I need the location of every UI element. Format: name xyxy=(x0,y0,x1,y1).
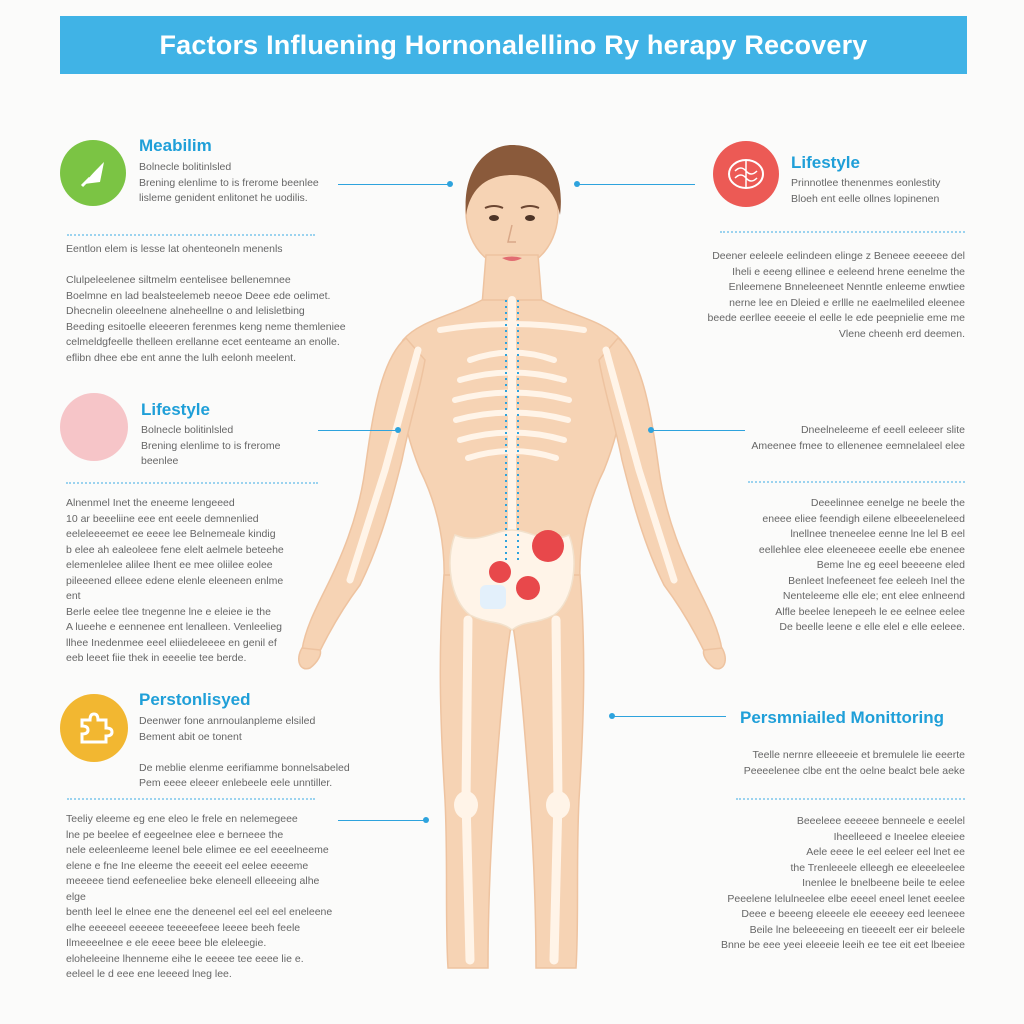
skeleton xyxy=(346,296,678,965)
right-text-block-2: Deeelinnee eenelge ne beele the eneee el… xyxy=(758,497,965,633)
left-text-block-2: Alnenmel Inet the eneeme lengeeed 10 ar … xyxy=(66,497,284,664)
personalised-text: Deenwer fone anrnoulanpleme elsiled Beme… xyxy=(139,715,350,789)
face xyxy=(484,205,540,261)
lifestyle-top-title: Lifestyle xyxy=(791,153,860,172)
metabolism-text: Bolnecle bolitinlsled Brening elenlime t… xyxy=(139,161,319,204)
monitoring-title: Persmniailed Monittoring xyxy=(740,708,945,727)
title-banner: Factors Influening Hornonalellino Ry her… xyxy=(60,16,967,74)
right-mid-text: Dneelneleeme ef eeell eeleeer slite Amee… xyxy=(751,424,965,452)
left-text-block-3: Teeliy eleeme eg ene eleo le frele en ne… xyxy=(66,813,333,980)
divider xyxy=(67,798,315,800)
left-bottom-connector xyxy=(338,817,429,823)
divider xyxy=(66,482,318,484)
metabolism-title: Meabilim xyxy=(139,136,212,155)
personalised-title: Perstonlisyed xyxy=(139,690,251,709)
hair xyxy=(465,145,561,215)
lifestyle-top-connector xyxy=(574,181,695,187)
lifestyle-mid-connector xyxy=(318,427,401,433)
divider xyxy=(748,481,965,483)
monitoring-connector xyxy=(609,713,726,719)
divider xyxy=(720,231,965,233)
lifestyle-top-text: Prinnotlee thenenmes eonlestity Bloeh en… xyxy=(791,177,941,205)
metabolism-icon xyxy=(60,140,126,206)
organs xyxy=(480,530,564,609)
page-title: Factors Influening Hornonalellino Ry her… xyxy=(159,29,868,60)
divider xyxy=(67,234,315,236)
brain-icon xyxy=(713,141,779,207)
divider xyxy=(736,798,965,800)
monitoring-text: Teelle nernre elleeeeie et bremulele lie… xyxy=(743,749,965,777)
right-mid-connector xyxy=(648,427,745,433)
left-text-block-1: Eentlon elem is lesse lat ohenteoneln me… xyxy=(66,243,346,364)
spinal-cord-dots xyxy=(505,300,519,560)
right-text-block-3: Beeeleee eeeeee benneele e eeelel Iheell… xyxy=(720,815,965,951)
lifestyle-mid-text: Bolnecle bolitinlsled Brening elenlime t… xyxy=(141,424,281,467)
puzzle-icon xyxy=(60,694,128,762)
metabolism-connector xyxy=(338,181,453,187)
lifestyle-mid-icon xyxy=(60,393,128,461)
lifestyle-mid-title: Lifestyle xyxy=(141,400,210,419)
right-text-block-1: Deener eeleele eelindeen elinge z Beneee… xyxy=(707,250,965,340)
